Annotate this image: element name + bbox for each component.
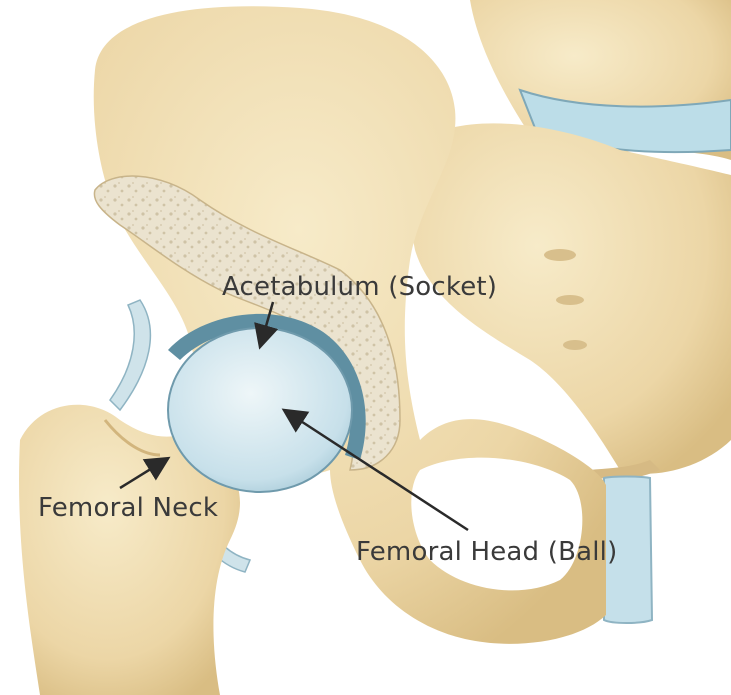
sacrum: [408, 0, 731, 480]
femoral-head-label: Femoral Head (Ball): [356, 537, 617, 567]
femoral-head: [168, 328, 352, 492]
femoral-neck-label: Femoral Neck: [38, 493, 218, 523]
acetabulum-label: Acetabulum (Socket): [222, 272, 497, 302]
